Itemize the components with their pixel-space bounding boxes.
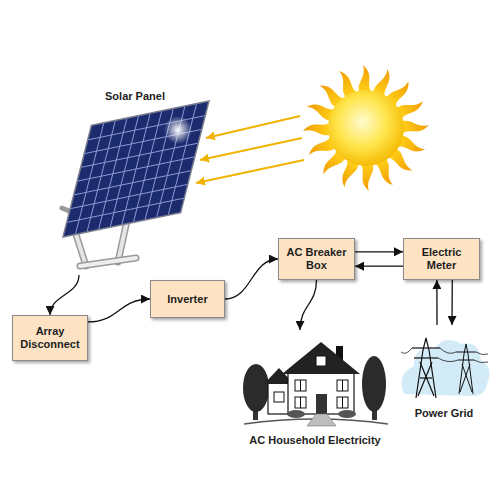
box-label: Array Disconnect [19, 325, 81, 351]
flow-arrow [300, 280, 317, 330]
house-bush [287, 410, 305, 418]
panel-stand [80, 258, 136, 266]
flow-arrow [50, 275, 79, 315]
flow-arrow [355, 265, 403, 266]
panel-cells [64, 102, 208, 236]
house-window [295, 397, 306, 408]
panel-cells [64, 102, 208, 236]
pylon [420, 377, 432, 378]
pylon [412, 347, 440, 348]
box-label: AC Breaker Box [285, 246, 348, 272]
flow-arrow [355, 251, 403, 252]
house-window [274, 392, 284, 402]
house-bush [338, 410, 356, 418]
power-line [401, 348, 488, 363]
picture-label: AC Household Electricity [248, 434, 381, 447]
sunlight-arrow [196, 116, 304, 183]
sun-ray [359, 65, 372, 93]
power-line [438, 358, 458, 362]
power-line [401, 348, 412, 353]
tree [362, 356, 386, 412]
cell-grid [78, 157, 194, 181]
house-window [316, 356, 326, 366]
pylon [420, 362, 434, 396]
flow-arrow [225, 259, 278, 299]
power-grid-illustration [401, 338, 489, 398]
picture-node: AC Household Electricity [240, 330, 390, 447]
house-window [337, 397, 348, 408]
process-box: Array Disconnect [12, 315, 88, 361]
pylon [416, 338, 436, 398]
house-roof [282, 342, 360, 374]
panel-stand [80, 258, 136, 266]
pylon [412, 338, 440, 398]
pylon [414, 357, 438, 358]
pylon [462, 364, 472, 392]
sky-cloud [402, 340, 490, 396]
pylon [456, 344, 476, 394]
pylon [418, 362, 432, 396]
cell-grid [82, 143, 198, 167]
picture-node: Power Grid [398, 325, 490, 420]
panel-glare [164, 116, 192, 144]
house-window [337, 380, 348, 391]
house-door [316, 394, 327, 414]
pylon [456, 352, 476, 353]
process-box: AC Breaker Box [278, 238, 355, 280]
sunlight-arrow [196, 160, 304, 183]
picture-label: Power Grid [414, 407, 475, 420]
cell-grid [64, 102, 208, 236]
sun-ray [401, 121, 429, 134]
picture-label: Solar Panel [104, 90, 166, 103]
process-box: Electric Meter [403, 238, 480, 280]
house-window [295, 380, 306, 391]
house-wing [268, 382, 290, 414]
process-box: Inverter [150, 280, 225, 318]
picture-node: Solar Panel [55, 90, 215, 275]
pylon [460, 364, 470, 392]
box-label: Electric Meter [410, 246, 473, 272]
sun-disc [328, 90, 404, 166]
sun-ray [303, 122, 331, 135]
sunlight-arrow [200, 138, 302, 160]
cell-grid [75, 171, 191, 195]
house-window [342, 380, 343, 391]
tree [243, 364, 269, 412]
box-label: Inverter [167, 293, 207, 306]
cell-grid [71, 185, 187, 209]
power-line [474, 360, 488, 363]
power-line [476, 352, 488, 355]
sun-illustration [303, 65, 429, 191]
house-window [300, 380, 301, 391]
flow-arrow [436, 280, 437, 325]
sunlight-arrow [206, 116, 300, 138]
house-path [307, 414, 336, 426]
house-body [288, 372, 354, 414]
panel-frame [64, 102, 208, 236]
sun-ray [360, 163, 373, 191]
cell-grid [68, 198, 184, 222]
flow-arrow [451, 280, 453, 325]
solar-panel-illustration [62, 102, 208, 266]
house-window [342, 397, 343, 408]
pylon [458, 360, 474, 361]
house-window [300, 397, 301, 408]
house-illustration [243, 342, 388, 426]
flow-arrow [88, 299, 150, 322]
power-line [440, 348, 456, 353]
